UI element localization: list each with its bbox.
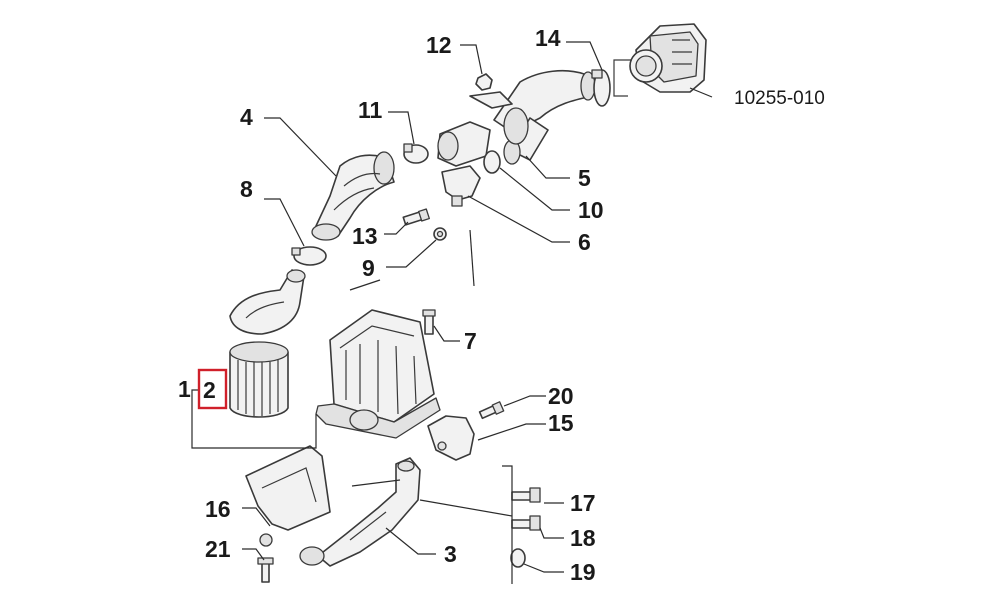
clamp-11-part (403, 143, 429, 164)
clamp-14-part (591, 69, 611, 107)
label-7: 7 (464, 328, 477, 354)
hose-4-part (311, 151, 395, 241)
clamp-8-part (291, 246, 327, 266)
screw-21-part (257, 557, 274, 583)
label-20: 20 (548, 383, 574, 409)
label-12: 12 (426, 32, 452, 58)
bracket-15-part (427, 415, 475, 461)
leader-lines (191, 41, 713, 584)
label-14: 14 (535, 25, 561, 51)
label-21: 21 (205, 536, 231, 562)
label-4: 4 (240, 104, 253, 130)
outlet-duct-part (469, 69, 596, 165)
label-18: 18 (570, 525, 596, 551)
grommet-19-part (510, 548, 526, 568)
bolt-13-part (402, 208, 430, 226)
air-filter-element-part (229, 341, 289, 418)
bolt-7-part (422, 309, 436, 335)
label-6: 6 (578, 229, 591, 255)
air-box-housing-part (315, 309, 441, 439)
label-17: 17 (570, 490, 596, 516)
label-10: 10 (578, 197, 604, 223)
washer-9-part (433, 227, 447, 241)
bracket-16-part (245, 445, 331, 547)
label-3: 3 (444, 541, 457, 567)
label-5: 5 (578, 165, 591, 191)
label-8: 8 (240, 176, 253, 202)
nut-12-part (475, 73, 493, 91)
valve-6-part (441, 165, 481, 207)
intake-cover-part (229, 269, 306, 335)
inlet-duct-3-part (299, 457, 421, 567)
reference-label: 10255-010 (734, 88, 825, 109)
label-2: 2 (203, 377, 216, 403)
bolt-20-part (478, 401, 505, 420)
label-15: 15 (548, 410, 574, 436)
label-13: 13 (352, 223, 378, 249)
clamp-10-part (483, 150, 501, 174)
highlight-box-label-2 (197, 368, 228, 410)
throttle-body-part (613, 23, 707, 97)
label-1: 1 (178, 376, 191, 402)
label-9: 9 (362, 255, 375, 281)
label-19: 19 (570, 559, 596, 585)
label-16: 16 (205, 496, 231, 522)
air-flow-meter-part (437, 121, 491, 167)
label-11: 11 (358, 97, 383, 123)
bolt-18-part (511, 515, 541, 531)
bolt-17-part (511, 487, 541, 503)
